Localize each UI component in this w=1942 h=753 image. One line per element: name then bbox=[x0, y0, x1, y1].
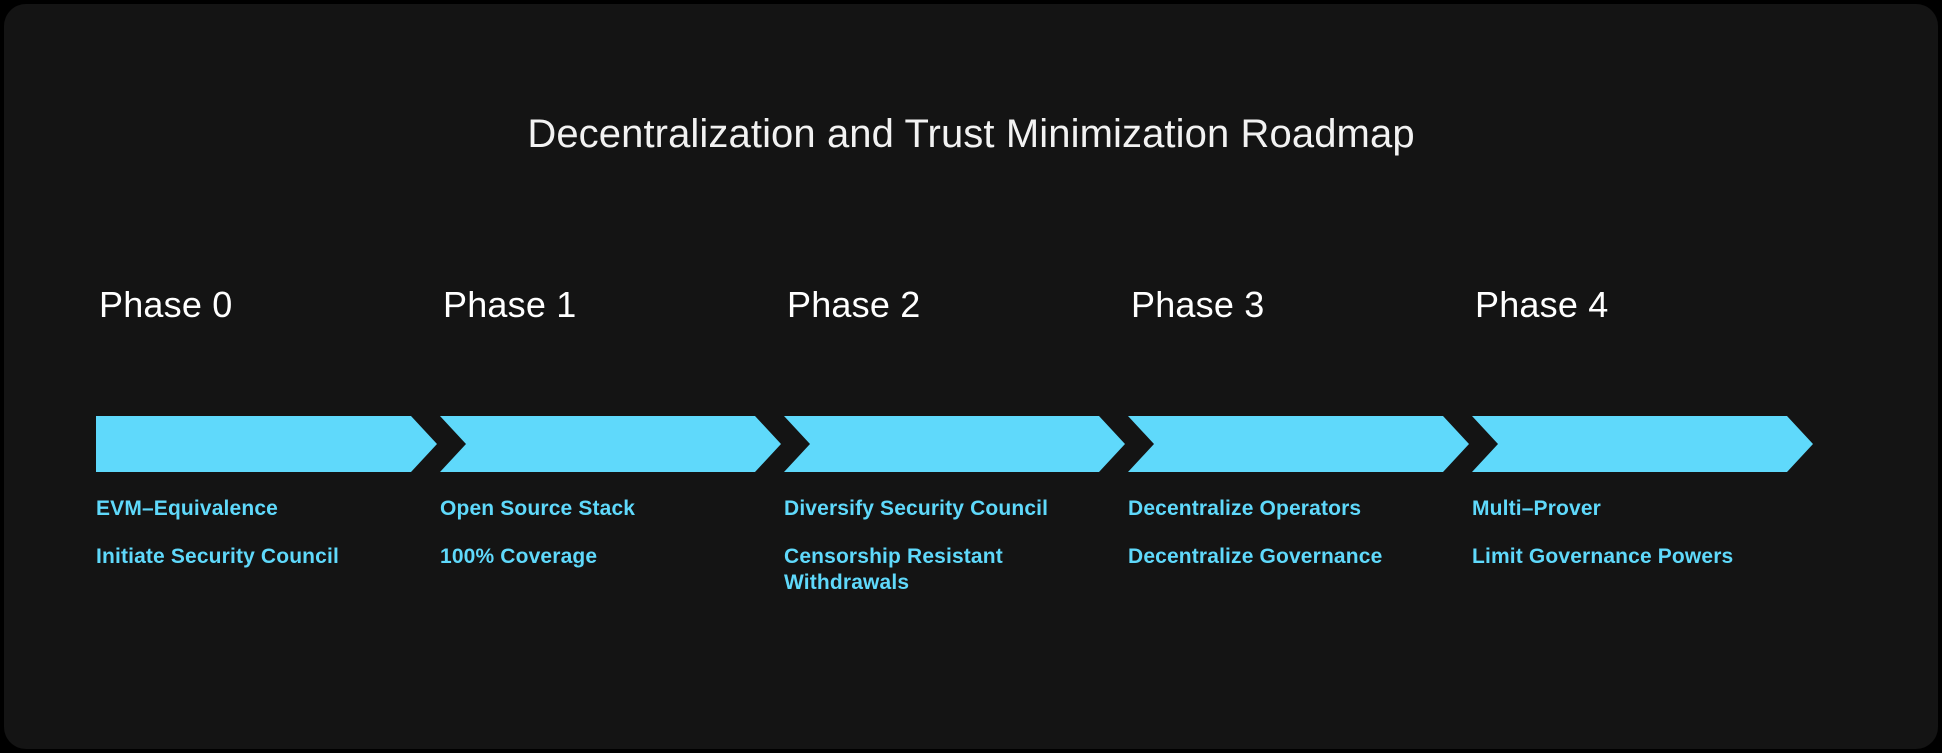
milestone-list-4: Multi–Prover Limit Governance Powers bbox=[1472, 496, 1816, 666]
milestone-item: Censorship Resistant Withdrawals bbox=[784, 545, 1003, 594]
phase-column-4: Phase 4 bbox=[1472, 284, 1816, 344]
roadmap-diagram: Phase 0 Phase 1 Phase 2 Phase 3 Phase 4 bbox=[96, 284, 1816, 684]
phase-arrow-1 bbox=[440, 416, 781, 472]
phase-column-0: Phase 0 bbox=[96, 284, 440, 344]
milestone-item: Limit Governance Powers bbox=[1472, 545, 1734, 568]
phase-label-3: Phase 3 bbox=[1131, 284, 1265, 325]
milestone-item: Decentralize Governance bbox=[1128, 545, 1383, 568]
arrow-cell-1 bbox=[440, 416, 784, 472]
milestone-list-2: Diversify Security Council Censorship Re… bbox=[784, 496, 1128, 666]
phase-column-3: Phase 3 bbox=[1128, 284, 1472, 344]
phase-arrow-0 bbox=[96, 416, 437, 472]
phase-label-2: Phase 2 bbox=[787, 284, 921, 325]
milestone-item: Initiate Security Council bbox=[96, 545, 339, 568]
milestone-item: Decentralize Operators bbox=[1128, 497, 1362, 520]
arrow-cell-4 bbox=[1472, 416, 1816, 472]
page-title: Decentralization and Trust Minimization … bbox=[527, 112, 1415, 156]
milestone-list-3: Decentralize Operators Decentralize Gove… bbox=[1128, 496, 1472, 666]
milestone-item: Multi–Prover bbox=[1472, 497, 1601, 520]
arrow-cell-0 bbox=[96, 416, 440, 472]
milestone-item: Diversify Security Council bbox=[784, 497, 1049, 520]
arrow-cell-2 bbox=[784, 416, 1128, 472]
milestone-item: Open Source Stack bbox=[440, 497, 636, 520]
phase-arrow-2 bbox=[784, 416, 1125, 472]
roadmap-card: Decentralization and Trust Minimization … bbox=[4, 4, 1938, 749]
arrow-cell-3 bbox=[1128, 416, 1472, 472]
phase-label-1: Phase 1 bbox=[443, 284, 577, 325]
phase-label-4: Phase 4 bbox=[1475, 284, 1609, 325]
milestone-list-0: EVM–Equivalence Initiate Security Counci… bbox=[96, 496, 440, 666]
phase-label-row: Phase 0 Phase 1 Phase 2 Phase 3 Phase 4 bbox=[96, 284, 1816, 344]
arrow-row bbox=[96, 416, 1816, 472]
phase-column-2: Phase 2 bbox=[784, 284, 1128, 344]
phase-label-0: Phase 0 bbox=[99, 284, 233, 325]
phase-arrow-3 bbox=[1128, 416, 1469, 472]
milestone-item: 100% Coverage bbox=[440, 545, 598, 568]
milestone-list-1: Open Source Stack 100% Coverage bbox=[440, 496, 784, 666]
phase-arrow-4 bbox=[1472, 416, 1813, 472]
phase-column-1: Phase 1 bbox=[440, 284, 784, 344]
milestone-row: EVM–Equivalence Initiate Security Counci… bbox=[96, 496, 1816, 666]
milestone-item: EVM–Equivalence bbox=[96, 497, 278, 520]
